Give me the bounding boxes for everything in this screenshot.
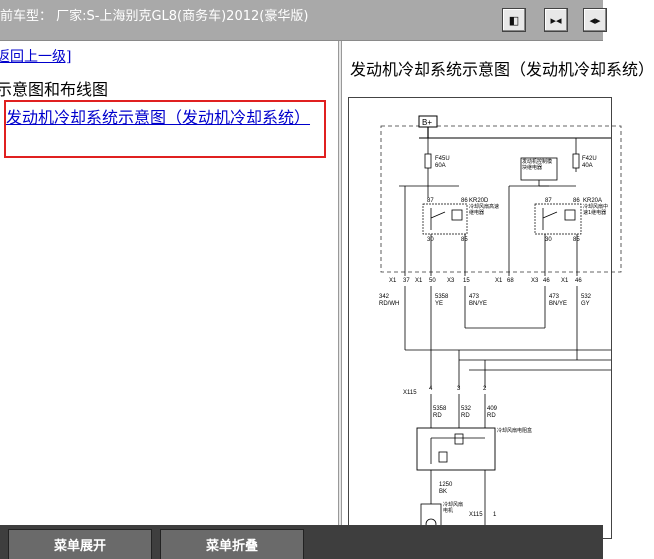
conn-label: 37 <box>403 278 410 284</box>
relay-left-pin-87: 87 <box>427 198 434 204</box>
relay-right-pin-30: 30 <box>545 237 552 243</box>
menu-expand-button[interactable]: 菜单展开 <box>8 529 152 559</box>
fuse-right-label: F42U <box>582 156 597 162</box>
menu-collapse-button[interactable]: 菜单折叠 <box>160 529 304 559</box>
conn-label: X1 <box>389 278 397 284</box>
module-boundary <box>380 125 622 273</box>
expand-horizontal-button[interactable]: ▸◂ <box>544 8 568 32</box>
x115-bottom-label: X115 <box>469 512 483 518</box>
wire-num: 5358 <box>433 406 447 412</box>
x115-pin: 4 <box>429 386 433 392</box>
fuse-left-amp: 60A <box>435 163 446 169</box>
wire-num: 532 <box>581 294 592 300</box>
wire-num: 532 <box>461 406 472 412</box>
ground-wire-num: 1250 <box>439 482 453 488</box>
cooling-schematic: B+ F45U 60A F42U 40A 发动机控制模块继电器 87 86 <box>379 115 622 538</box>
relay-right-pin-87: 87 <box>545 198 552 204</box>
restore-left-button[interactable]: ◧ <box>502 8 526 32</box>
wire-color: RD <box>487 413 496 419</box>
relay-right-name: KR20A <box>583 198 602 204</box>
fuse-right-amp: 40A <box>582 163 593 169</box>
fan-label: 冷却风扇电机 <box>443 502 464 514</box>
wire-color: BN/YE <box>549 301 567 307</box>
wire-color: RD/WH <box>379 301 399 307</box>
section-title: 示意图和布线图 <box>0 80 109 99</box>
relay-left-pin-86: 86 <box>461 198 468 204</box>
ecm-relay-label: 发动机控制模块继电器 <box>522 159 553 171</box>
wire-num: 473 <box>549 294 560 300</box>
fuse-right <box>572 153 580 169</box>
conn-label: X1 <box>495 278 503 284</box>
right-pane: 发动机冷却系统示意图（发动机冷却系统） B+ F45U 60A F42U 40A… <box>342 41 654 539</box>
conn-label: 50 <box>429 278 436 284</box>
wire-num: 473 <box>469 294 480 300</box>
relay-right-pin-86: 86 <box>573 198 580 204</box>
ground-wire-color: BK <box>439 489 447 495</box>
expand-horizontal-icon: ▸◂ <box>550 13 562 27</box>
fuse-left-label: F45U <box>435 156 450 162</box>
battery-label: B+ <box>422 118 432 127</box>
relay-right <box>534 203 582 235</box>
conn-label: 46 <box>543 278 550 284</box>
relay-left <box>422 203 468 235</box>
resistor-box <box>416 427 496 471</box>
collapse-left-button[interactable]: ◂▸ <box>583 8 607 32</box>
fuse-left <box>424 153 432 169</box>
title-bar: 前车型： 厂家:S-上海别克GL8(商务车)2012(豪华版) ◧ ▸◂ ◂▸ <box>0 0 607 41</box>
restore-left-icon: ◧ <box>508 13 520 27</box>
x115-pin: 3 <box>457 386 461 392</box>
x115-bottom-pin: 1 <box>493 512 497 518</box>
pane-divider[interactable] <box>338 41 342 525</box>
wire-color: RD <box>461 413 470 419</box>
x115-label: X115 <box>403 390 417 396</box>
wire-num: 342 <box>379 294 390 300</box>
bottom-bar: 菜单展开 菜单折叠 <box>0 525 603 559</box>
x115-pin: 2 <box>483 386 487 392</box>
highlight-box <box>4 100 326 158</box>
wire-num: 5358 <box>435 294 449 300</box>
conn-label: 15 <box>463 278 470 284</box>
relay-left-name: KR20D <box>469 198 489 204</box>
back-link[interactable]: 返回上一级] <box>0 49 72 65</box>
wire-color: GY <box>581 301 590 307</box>
wire-num: 409 <box>487 406 498 412</box>
schematic-frame[interactable]: B+ F45U 60A F42U 40A 发动机控制模块继电器 87 86 <box>348 97 622 539</box>
wire-color: RD <box>433 413 442 419</box>
conn-label: X1 <box>415 278 423 284</box>
diagram-link[interactable]: 发动机冷却系统示意图（发动机冷却系统） <box>6 108 311 127</box>
left-pane: 返回上一级] 示意图和布线图 发动机冷却系统示意图（发动机冷却系统） <box>0 41 338 525</box>
conn-label: X3 <box>531 278 539 284</box>
connector-row: X1 37 X1 50 X3 15 X1 68 X3 46 X1 46 <box>389 278 582 284</box>
conn-label: X1 <box>561 278 569 284</box>
resistor-label: 冷却风扇电阻盒 <box>497 428 533 434</box>
collapse-left-icon: ◂▸ <box>589 13 601 27</box>
vehicle-label: 前车型： 厂家:S-上海别克GL8(商务车)2012(豪华版) <box>0 9 309 24</box>
conn-label: 68 <box>507 278 514 284</box>
diagram-title: 发动机冷却系统示意图（发动机冷却系统） <box>350 60 654 79</box>
relay-right-desc: 冷却风扇中速1继电器 <box>583 204 609 216</box>
conn-label: 46 <box>575 278 582 284</box>
conn-label: X3 <box>447 278 455 284</box>
wire-color: BN/YE <box>469 301 487 307</box>
relay-left-desc: 冷却风扇高速继电器 <box>469 204 500 216</box>
wire-color: YE <box>435 301 443 307</box>
